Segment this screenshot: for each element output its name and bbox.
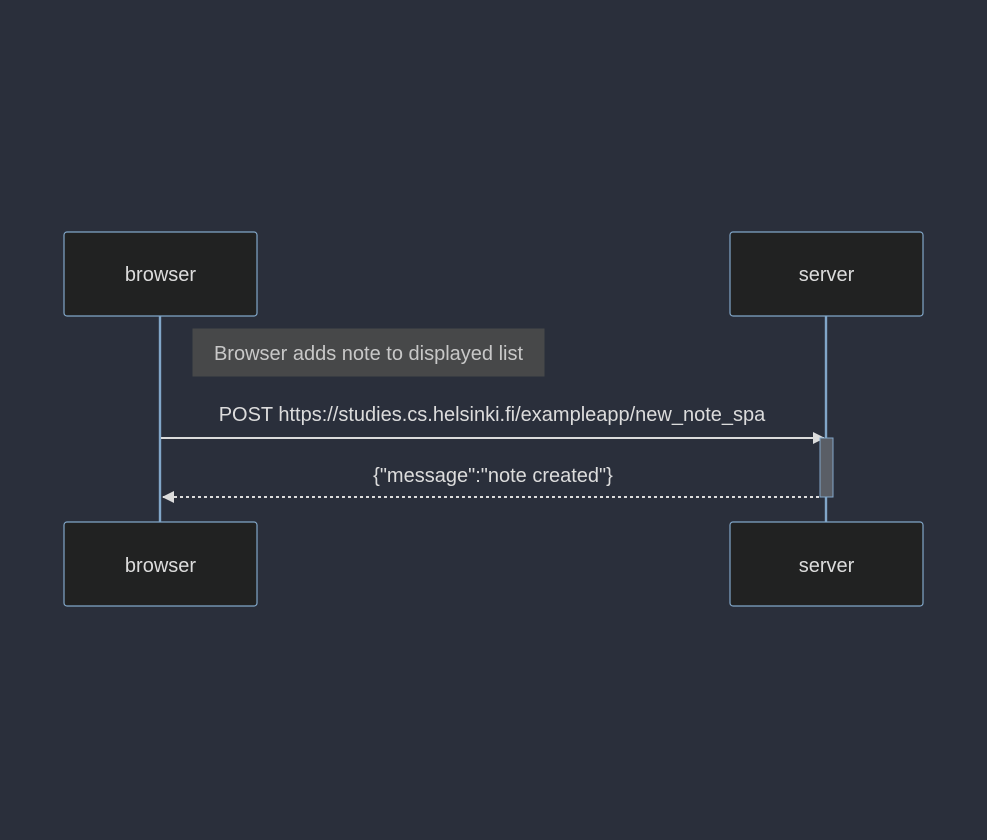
server-activation (819, 437, 834, 498)
note: Browser adds note to displayed list (192, 328, 545, 377)
actor-browser-top: browser (63, 231, 258, 317)
actor-server-top-label: server (799, 264, 855, 286)
actor-browser-bottom-label: browser (125, 555, 196, 577)
message-post-label: POST https://studies.cs.helsinki.fi/exam… (219, 404, 766, 426)
actor-server-top: server (729, 231, 924, 317)
actor-server-bottom-label: server (799, 555, 855, 577)
actor-browser-top-label: browser (125, 264, 196, 286)
note-text: Browser adds note to displayed list (214, 343, 523, 365)
message-response-label: {"message":"note created"} (373, 465, 613, 487)
actor-server-bottom: server (729, 521, 924, 607)
actor-browser-bottom: browser (63, 521, 258, 607)
message-response: {"message":"note created"} (162, 465, 819, 503)
message-post: POST https://studies.cs.helsinki.fi/exam… (161, 404, 825, 444)
